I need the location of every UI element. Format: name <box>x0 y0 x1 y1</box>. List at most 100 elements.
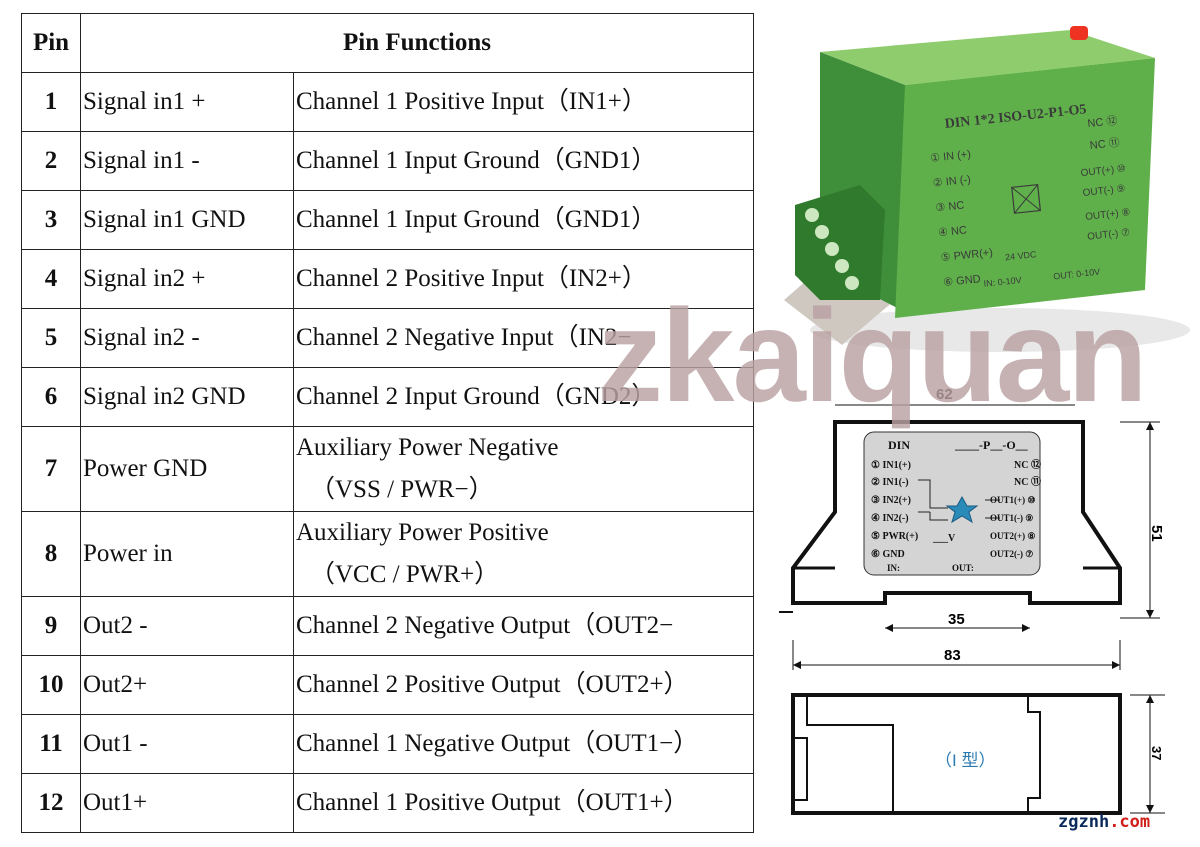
pin-number: 8 <box>21 511 81 597</box>
panel-pin-label: OUT1(-) ⑨ <box>990 513 1033 523</box>
module-pin-label: NC ⑫ <box>1087 114 1118 130</box>
pin-function: Channel 2 Positive Output（OUT2+） <box>293 655 754 715</box>
terminal-block <box>795 185 885 300</box>
pin-name: Out1 - <box>80 714 294 774</box>
pin-name: Signal in1 GND <box>80 190 294 250</box>
pin-number: 6 <box>21 367 81 427</box>
led-icon <box>1070 26 1088 40</box>
module-front <box>895 58 1155 318</box>
pin-function: Channel 1 Input Ground（GND1） <box>293 131 754 191</box>
module-pin-label: ④ NC <box>938 224 968 239</box>
pin-function: Auxiliary Power Positive （VCC / PWR+） <box>293 511 754 597</box>
panel-pin-label: ① IN1(+) <box>871 460 911 471</box>
dim-height: 51 <box>1148 525 1165 542</box>
pin-name: Signal in2 GND <box>80 367 294 427</box>
module-pin-label: OUT(+) ⑩ <box>1080 163 1126 179</box>
label-panel <box>863 431 1041 576</box>
panel-pin-label: OUT1(+) ⑩ <box>990 495 1035 505</box>
pin-number: 9 <box>21 596 81 656</box>
dim-rail: 35 <box>948 611 965 628</box>
pin-function: Channel 1 Positive Input（IN1+） <box>293 72 754 132</box>
top-view-drawing: （I 型） 37 <box>791 693 1165 815</box>
top-view-outline <box>791 693 1122 815</box>
pin-name: Out2+ <box>80 655 294 715</box>
isolation-box-icon <box>1011 183 1042 214</box>
pin-name: Signal in1 - <box>80 131 294 191</box>
pin-number: 10 <box>21 655 81 715</box>
pin-number: 4 <box>21 249 81 309</box>
panel-out-label: OUT: <box>952 563 974 573</box>
module-in-range: IN: 0-10V <box>983 275 1022 289</box>
pin-name: Power GND <box>80 426 294 512</box>
pin-function: Channel 1 Negative Output（OUT1−） <box>293 714 754 774</box>
site-domain: .com <box>1109 812 1151 832</box>
pin-name: Signal in2 - <box>80 308 294 368</box>
panel-voltage-label: ___V <box>932 533 956 544</box>
module-pin-label: OUT(-) ⑨ <box>1082 184 1126 199</box>
pin-number: 1 <box>21 72 81 132</box>
product-illustration: DIN 1*2 ISO-U2-P1-O5 ① IN (+) ② IN (-) ③… <box>779 26 1190 815</box>
module-pin-label: OUT(-) ⑦ <box>1087 227 1131 242</box>
module-pin-label: ② IN (-) <box>932 174 971 190</box>
panel-pin-label: NC ⑪ <box>1014 475 1041 488</box>
module-pin-label: ① IN (+) <box>930 148 972 164</box>
pin-function: Channel 2 Positive Input（IN2+） <box>293 249 754 309</box>
module-pin-label: NC ⑪ <box>1089 136 1120 152</box>
panel-in-label: IN: <box>887 563 900 573</box>
pin-function: Channel 2 Negative Input（IN2− <box>293 308 754 368</box>
pin-number: 7 <box>21 426 81 512</box>
module-top <box>820 30 1155 85</box>
module-pin-label: ⑥ GND <box>943 273 981 289</box>
pin-function-line1: Auxiliary Power Positive <box>296 519 549 546</box>
panel-pin-label: OUT2(-) ⑦ <box>990 549 1033 559</box>
panel-pin-label: OUT2(+) ⑧ <box>990 531 1035 541</box>
pin-name: Out1+ <box>80 773 294 833</box>
pin-function-line2: （VCC / PWR+） <box>310 561 500 588</box>
front-view-drawing: 62 DIN ____-P__-O__ ① IN1(+) ② IN1(-) ③ … <box>779 386 1165 670</box>
pin-number: 12 <box>21 773 81 833</box>
watermark: zkaiquan <box>597 282 1148 429</box>
pin-function-line2: （VSS / PWR−） <box>310 476 494 503</box>
module-power-label: 24 VDC <box>1005 249 1038 262</box>
panel-pin-label: ③ IN2(+) <box>871 495 911 506</box>
pin-header: Pin <box>21 13 81 73</box>
panel-pin-label: NC ⑫ <box>1014 458 1041 471</box>
pin-function: Channel 1 Positive Output（OUT1+） <box>293 773 754 833</box>
pin-name: Signal in1 + <box>80 72 294 132</box>
panel-title-left: DIN <box>888 438 910 452</box>
pin-name: Out2 - <box>80 596 294 656</box>
type-label: （I 型） <box>935 751 995 770</box>
pin-name: Power in <box>80 511 294 597</box>
pin-functions-header: Pin Functions <box>80 13 754 73</box>
pin-function: Auxiliary Power Negative （VSS / PWR−） <box>293 426 754 512</box>
module-pin-label: OUT(+) ⑧ <box>1085 207 1131 223</box>
pin-function: Channel 2 Input Ground（GND2） <box>293 367 754 427</box>
module-photo: DIN 1*2 ISO-U2-P1-O5 ① IN (+) ② IN (-) ③… <box>784 26 1190 352</box>
pin-number: 5 <box>21 308 81 368</box>
panel-pin-label: ⑤ PWR(+) <box>871 531 918 542</box>
pin-number: 3 <box>21 190 81 250</box>
pin-function-line1: Auxiliary Power Negative <box>296 434 559 461</box>
pin-number: 11 <box>21 714 81 774</box>
site-name: zgznh <box>1058 812 1110 832</box>
site-mark: zgznh.com <box>1058 812 1150 832</box>
module-out-range: OUT: 0-10V <box>1053 267 1101 282</box>
dim-width: 83 <box>944 647 961 664</box>
module-pin-label: ⑤ PWR(+) <box>940 247 993 264</box>
isolation-star-icon <box>945 495 979 524</box>
panel-pin-label: ② IN1(-) <box>871 477 909 488</box>
pin-function: Channel 1 Input Ground（GND1） <box>293 190 754 250</box>
dim-width-top: 62 <box>936 386 953 403</box>
